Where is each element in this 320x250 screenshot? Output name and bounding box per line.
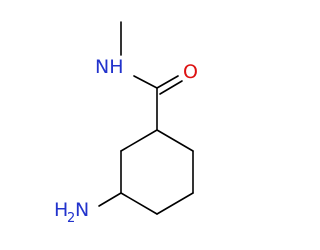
bond-carbonyl-o-1 [156,75,179,89]
amine-subscript-label: 2 [67,211,75,226]
amine-nitrogen-label: H 2 N [54,199,89,226]
carbonyl-oxygen-label: O [183,61,198,83]
bond-group [98,21,194,215]
amine-h-label: H [54,199,68,221]
bond-ring-1 [120,129,158,152]
bond-n-carbonyl [133,75,158,89]
amide-nitrogen-label: NH [95,56,124,78]
bond-ring-4 [156,192,194,215]
molecule-structure: NH O H 2 N [54,21,198,226]
bond-carbonyl-o-2 [159,80,183,95]
amine-n-label: N [75,199,89,221]
bond-ring-2 [156,129,194,152]
bond-ring-amine [98,192,122,207]
bond-ring-5 [120,192,158,215]
